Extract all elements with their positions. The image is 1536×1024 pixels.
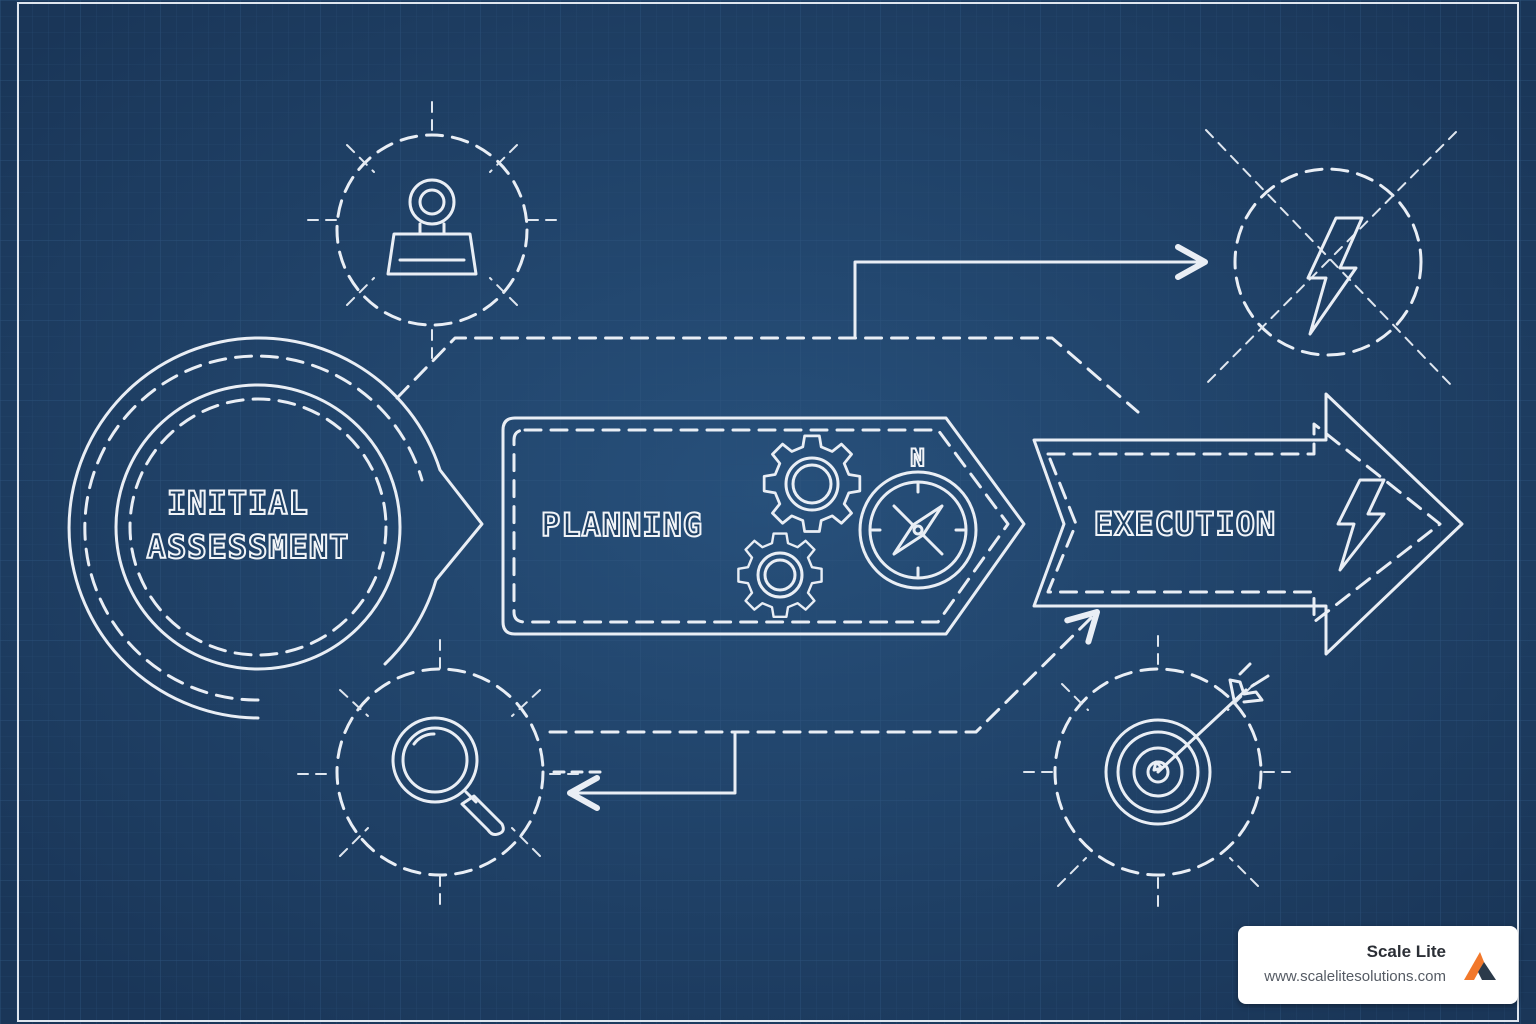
stage-label: EXECUTION (1094, 505, 1276, 543)
gear-icon (737, 532, 823, 619)
lightning-node (1205, 129, 1457, 385)
lightning-icon (1306, 216, 1364, 336)
lightning-icon (1336, 478, 1386, 572)
stage-planning: PLANNING N (501, 416, 1026, 636)
brand-badge: Scale Lite www.scalelitesolutions.com (1238, 926, 1518, 1004)
target-node (1023, 635, 1291, 915)
stamp-node (307, 101, 557, 359)
brand-name: Scale Lite (1366, 942, 1446, 961)
magnifier-node (297, 639, 581, 905)
stage-label: PLANNING (541, 506, 703, 544)
stage-initial-assessment: INITIAL ASSESSMENT (67, 336, 484, 720)
stamp-icon (386, 178, 478, 276)
compass-icon: N (858, 443, 978, 590)
magnifier-icon (391, 716, 505, 836)
compass-north: N (910, 444, 925, 472)
connectors (395, 244, 1208, 811)
scale-lite-logo-icon (1464, 952, 1496, 980)
brand-url: www.scalelitesolutions.com (1264, 968, 1446, 985)
outer-frame (17, 2, 1519, 1022)
target-icon (1104, 662, 1270, 826)
gear-icon (762, 434, 862, 533)
stage-execution: EXECUTION (1032, 392, 1464, 656)
stage-label: INITIAL ASSESSMENT (147, 484, 350, 566)
